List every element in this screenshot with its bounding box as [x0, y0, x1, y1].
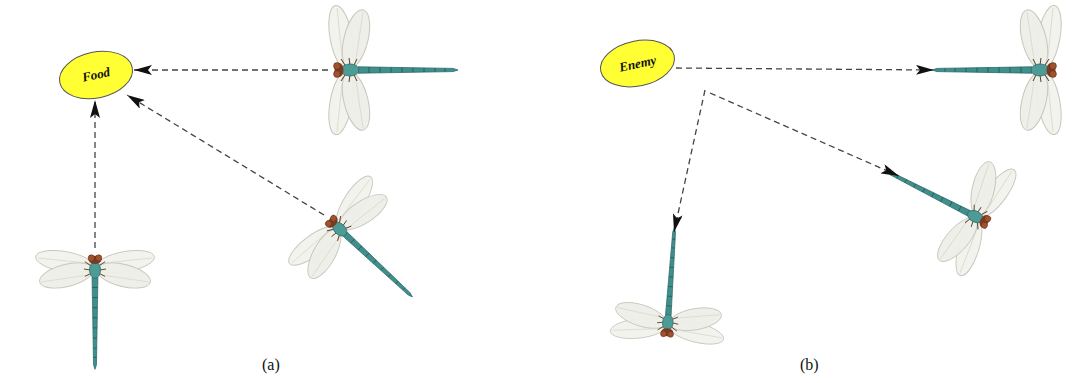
attraction-arrow	[127, 95, 324, 215]
dragonfly-illustration	[325, 4, 458, 137]
distraction-arrow	[676, 68, 934, 70]
attraction-arrow	[134, 69, 328, 70]
dragonfly-illustration	[281, 169, 454, 342]
dragonfly-illustration	[608, 224, 733, 349]
ellipse-shape	[55, 45, 137, 105]
dragonfly-illustration	[932, 4, 1065, 137]
distraction-arrow	[674, 90, 705, 232]
distraction-arrow	[710, 93, 899, 176]
dragonfly-illustration	[859, 117, 1024, 282]
panel-label: (a)	[262, 356, 280, 374]
panel-label: (b)	[800, 356, 819, 374]
food-ellipse: Food	[58, 51, 134, 99]
ellipse-shape	[596, 34, 679, 94]
enemy-ellipse: Enemy	[599, 40, 676, 87]
dragonfly-illustration	[34, 247, 156, 370]
attraction-arrow	[94, 100, 95, 248]
